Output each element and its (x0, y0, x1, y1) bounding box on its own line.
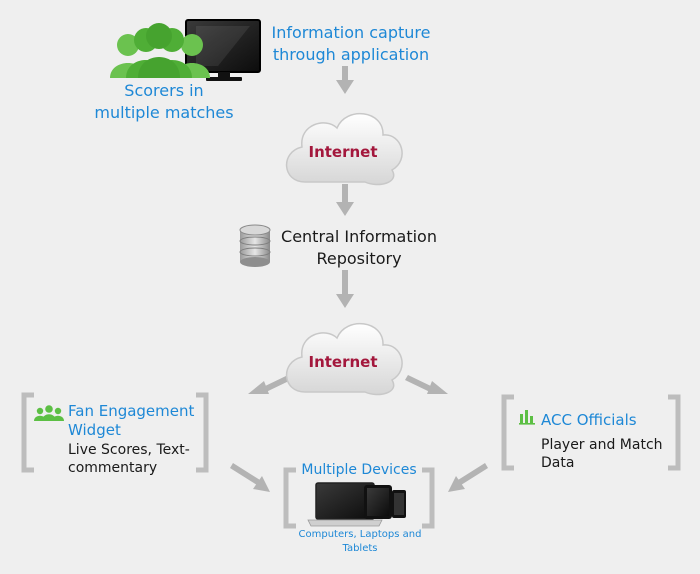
cloud-bottom-label: Internet (308, 353, 378, 371)
devices-title: Multiple Devices (301, 462, 417, 478)
arrow-acc-to-devices (448, 463, 488, 492)
arrow-cloud-to-fan-widget (248, 375, 291, 394)
devices-icon (307, 482, 406, 527)
arrow-cloud-to-repository (336, 184, 354, 216)
bar-chart-icon (519, 410, 535, 425)
acc-bracket (501, 394, 681, 471)
database-icon (239, 224, 271, 267)
arrow-repository-to-cloud (336, 270, 354, 308)
cloud-top-label: Internet (308, 143, 378, 161)
people-group-icon (110, 23, 210, 78)
monitor-icon (185, 19, 261, 81)
fan-widget-title: Fan Engagement Widget (68, 402, 195, 439)
devices-bracket (283, 467, 435, 529)
cloud-bottom-icon (285, 323, 403, 396)
fan-group-icon (34, 405, 64, 421)
arrow-fan-to-devices (230, 463, 270, 492)
fan-widget-body: Live Scores, Text-commentary (68, 442, 190, 476)
devices-body: Computers, Laptops and Tablets (298, 529, 422, 554)
capture-label: Information capture through application (271, 23, 431, 64)
acc-title: ACC Officials (541, 411, 637, 429)
arrow-capture-to-cloud (336, 66, 354, 94)
scorers-label: Scorers in multiple matches (94, 81, 234, 122)
cloud-top-icon (285, 113, 403, 186)
acc-body: Player and Match Data (541, 437, 663, 471)
arrow-cloud-to-acc (405, 375, 448, 394)
fan-widget-bracket (21, 392, 209, 473)
repository-label: Central Information Repository (281, 227, 437, 268)
